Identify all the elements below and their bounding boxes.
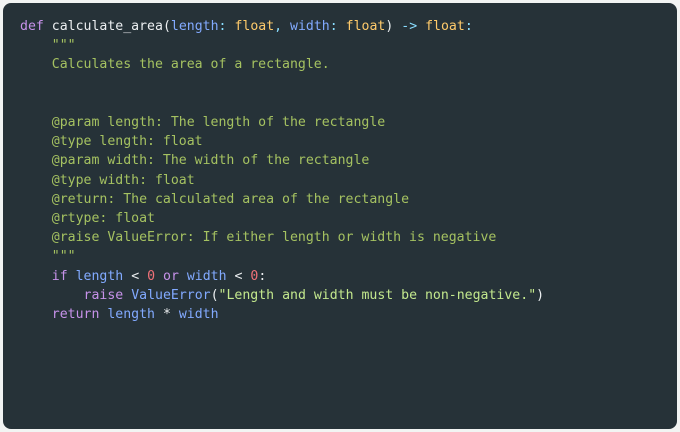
code-token: [155, 269, 163, 284]
code-token: length: [75, 268, 124, 284]
code-token: ,: [274, 19, 283, 34]
code-token: *: [162, 307, 171, 323]
code-token: [20, 288, 84, 303]
code-token: [171, 307, 179, 322]
code-token: [20, 77, 28, 92]
code-token: :: [464, 19, 473, 34]
code-token: float: [234, 19, 275, 34]
code-editor-panel[interactable]: def calculate_area(length: float, width:…: [3, 3, 677, 429]
code-token: :: [329, 19, 338, 34]
code-token: float: [425, 19, 465, 34]
code-token: [20, 307, 52, 322]
code-token: <: [234, 268, 243, 284]
code-token: [123, 269, 131, 284]
code-token: 0: [147, 268, 156, 284]
code-token: @raise ValueError: If either length or w…: [20, 230, 497, 246]
code-token: [68, 269, 76, 284]
code-token: [44, 19, 52, 34]
code-token: [417, 19, 425, 34]
code-token: @type length: float: [20, 134, 203, 150]
code-token: @rtype: float: [20, 211, 155, 227]
code-token: @param length: The length of the rectang…: [20, 115, 386, 131]
code-token: """: [20, 249, 76, 265]
code-token: :: [258, 268, 267, 284]
code-token: "Length and width must be non-negative.": [218, 287, 537, 303]
code-token: <: [131, 268, 140, 284]
code-token: @type width: float: [20, 172, 195, 188]
code-token: length: [170, 19, 219, 34]
code-content[interactable]: def calculate_area(length: float, width:…: [20, 17, 677, 324]
code-line: @param width: The width of the rectangle: [20, 151, 677, 170]
code-token: width: [186, 268, 227, 284]
code-line: @rtype: float: [20, 209, 677, 228]
code-token: def: [20, 19, 44, 34]
code-line: """: [20, 36, 677, 55]
code-line: [20, 94, 677, 113]
code-token: [123, 288, 131, 303]
code-token: (: [210, 287, 219, 303]
code-token: [155, 307, 163, 322]
code-token: or: [163, 268, 179, 284]
code-token: Calculates the area of a rectangle.: [20, 57, 330, 73]
code-token: [338, 19, 346, 34]
code-line: Calculates the area of a rectangle.: [20, 55, 677, 74]
code-token: [139, 269, 147, 284]
code-token: [20, 269, 52, 284]
code-token: calculate_area: [51, 19, 163, 34]
code-token: [227, 269, 235, 284]
code-token: :: [218, 19, 227, 34]
code-line: @raise ValueError: If either length or w…: [20, 228, 677, 247]
code-token: width: [290, 19, 330, 34]
code-line: @return: The calculated area of the rect…: [20, 190, 677, 209]
code-token: return: [51, 307, 100, 323]
code-token: [179, 269, 187, 284]
code-line: raise ValueError("Length and width must …: [20, 286, 677, 305]
code-token: if: [51, 268, 68, 284]
code-token: ->: [401, 19, 418, 34]
code-token: width: [178, 307, 219, 323]
code-line: """: [20, 247, 677, 266]
code-token: @param width: The width of the rectangle: [20, 153, 370, 169]
code-token: [20, 96, 28, 111]
code-token: """: [20, 38, 76, 54]
code-token: @return: The calculated area of the rect…: [20, 191, 410, 207]
code-token: 0: [250, 268, 259, 284]
code-token: float: [345, 19, 386, 34]
code-line: def calculate_area(length: float, width:…: [20, 17, 677, 36]
code-line: @param length: The length of the rectang…: [20, 113, 677, 132]
code-line: @type length: float: [20, 132, 677, 151]
code-token: ): [536, 287, 545, 303]
code-token: raise: [83, 287, 124, 303]
code-token: [282, 19, 290, 34]
code-line: @type width: float: [20, 171, 677, 190]
code-line: if length < 0 or width < 0:: [20, 267, 677, 286]
code-token: length: [107, 307, 155, 323]
code-line: [20, 75, 677, 94]
code-line: return length * width: [20, 305, 677, 324]
code-token: (: [162, 19, 171, 34]
code-token: ValueError: [131, 287, 211, 303]
code-token: ): [385, 19, 394, 34]
